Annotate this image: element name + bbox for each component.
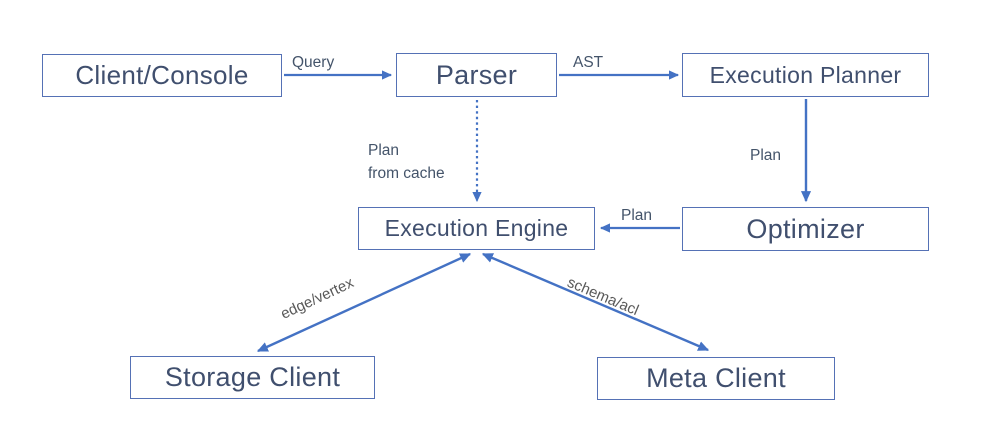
node-optimizer: Optimizer — [682, 207, 929, 251]
edge-label-edge-vertex: edge/vertex — [278, 274, 357, 323]
node-storage-client: Storage Client — [130, 356, 375, 399]
edge-label-plan-to-optimizer: Plan — [750, 147, 782, 164]
node-client-console: Client/Console — [42, 54, 282, 97]
edge-label-plan-from-cache: Plan from cache — [368, 142, 445, 182]
edge-label-query: Query — [292, 54, 335, 71]
edge-label-schema-acl: schema/acl — [564, 273, 642, 320]
node-parser: Parser — [396, 53, 557, 97]
edge-label-ast: AST — [573, 54, 604, 71]
node-execution-engine: Execution Engine — [358, 207, 595, 250]
edge-label-plan-to-engine: Plan — [621, 207, 653, 224]
node-execution-planner: Execution Planner — [682, 53, 929, 97]
node-meta-client: Meta Client — [597, 357, 835, 400]
